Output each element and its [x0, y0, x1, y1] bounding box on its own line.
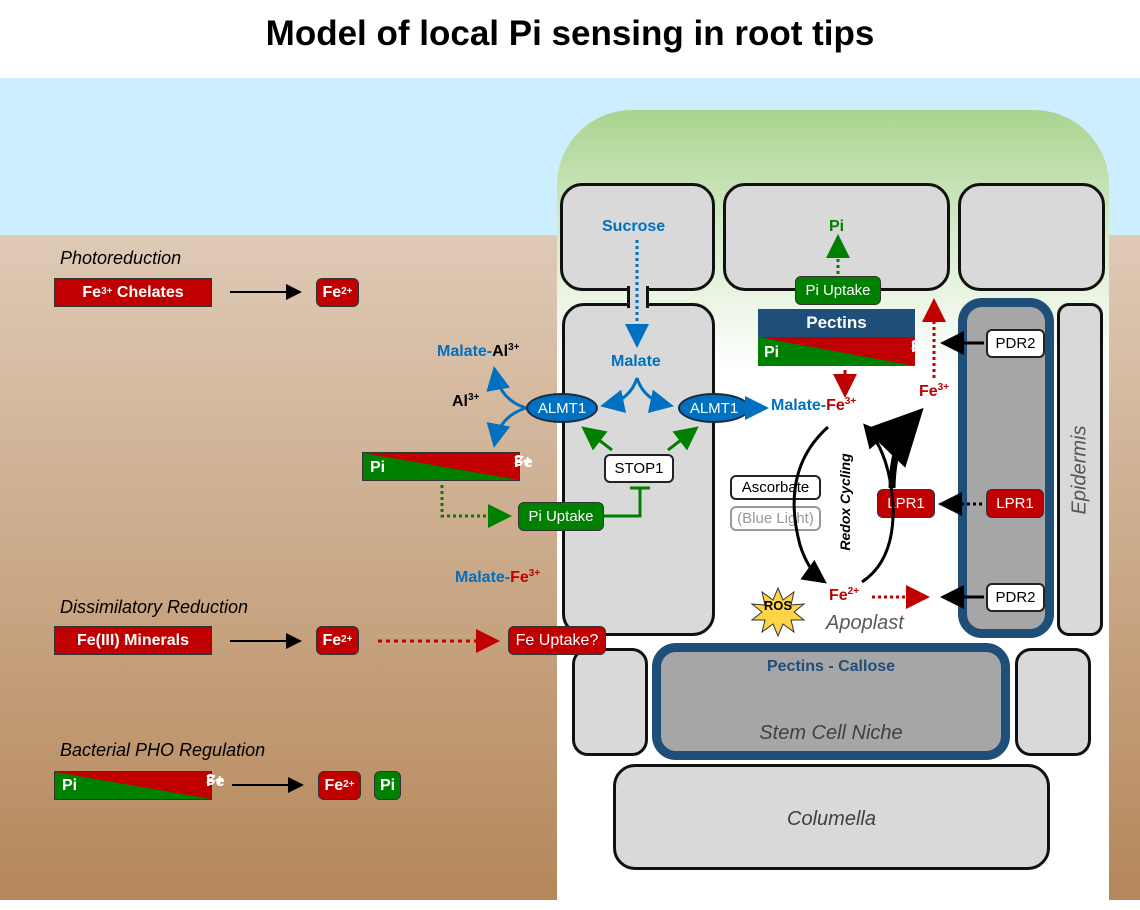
- fe3-out-label: Fe3+: [919, 382, 950, 401]
- al-text: Al: [492, 343, 509, 360]
- fe-sup: 3+: [937, 382, 950, 393]
- fe-text: Fe: [919, 383, 938, 400]
- lpr1-endodermis: LPR1: [986, 489, 1044, 518]
- pectins-header: Pectins: [758, 309, 915, 337]
- dissimilatory-heading: Dissimilatory Reduction: [60, 597, 249, 617]
- ascorbate-box: Ascorbate: [730, 475, 821, 500]
- niche-pectins-callose: Pectins - Callose: [766, 658, 896, 675]
- page-title: Model of local Pi sensing in root tips: [265, 14, 875, 53]
- almt1-left: ALMT1: [526, 393, 598, 423]
- fe-sup: 3+: [528, 568, 541, 579]
- cell-top-right: [958, 183, 1105, 291]
- complex-fe: Fe: [514, 454, 533, 471]
- al-sup: 3+: [508, 342, 520, 353]
- malate-fe-apoplast: Malate-Fe3+: [771, 396, 857, 415]
- fe2-sup: 2+: [341, 286, 353, 297]
- fe-uptake-box: Fe Uptake?: [508, 626, 606, 655]
- pectins-fe: Fe: [911, 339, 930, 356]
- stop1-box: STOP1: [604, 454, 674, 483]
- cell-top-left: [560, 183, 715, 291]
- plasmodesmata-channel: [627, 286, 649, 308]
- fe-text: Fe: [510, 569, 529, 586]
- stem-cell-niche-label: Stem Cell Niche: [759, 722, 903, 744]
- bacterial-pi: Pi: [374, 771, 401, 800]
- cell-lower-right: [1015, 648, 1091, 756]
- fe-text: Fe: [826, 397, 845, 414]
- al-ion: Al3+: [452, 392, 480, 411]
- epidermis-label: Epidermis: [1068, 425, 1091, 515]
- pi-uptake-top: Pi Uptake: [795, 276, 881, 305]
- pectins-pi: Pi: [764, 344, 780, 361]
- almt1-right: ALMT1: [678, 393, 750, 423]
- pi-uptake-left: Pi Uptake: [518, 502, 604, 531]
- epidermis-cell: [1057, 303, 1103, 636]
- fe2-sup: 2+: [341, 634, 353, 645]
- columella-cell: [613, 764, 1050, 870]
- fe2-sup: 2+: [343, 779, 355, 790]
- malate-text: Malate-: [455, 569, 511, 586]
- pectins-fe-sup: 3+: [911, 338, 930, 355]
- complex-fe-sup: 3+: [514, 453, 533, 470]
- fe3-chelates-rest: Chelates: [112, 283, 184, 301]
- blue-light-box: (Blue Light): [730, 506, 821, 531]
- fe-sup: 3+: [844, 396, 857, 407]
- malate-text: Malate-: [771, 397, 827, 414]
- fe2-text: Fe: [324, 776, 344, 794]
- cell-top-middle: [723, 183, 950, 291]
- apoplast-label: Apoplast: [826, 612, 904, 634]
- pdr2-bottom: PDR2: [986, 583, 1045, 612]
- fe-sup: 2+: [847, 586, 860, 597]
- malate-al-complex: Malate-Al3+: [437, 342, 520, 361]
- ros-label: ROS: [763, 598, 793, 613]
- complex-pi: Pi: [62, 777, 78, 794]
- malate-text: Malate-: [437, 343, 493, 360]
- fe3-chelates-fe: Fe: [82, 283, 102, 301]
- fe2-text: Fe: [322, 631, 342, 649]
- lpr1-apoplast: LPR1: [877, 489, 935, 518]
- redox-cycling-label: Redox Cycling: [837, 453, 853, 551]
- stem-cell-niche: [652, 643, 1010, 760]
- fe2-apoplast: Fe2+: [829, 586, 860, 605]
- columella-label: Columella: [787, 808, 876, 830]
- complex-pi: Pi: [370, 459, 386, 476]
- al-sup: 3+: [468, 392, 480, 403]
- malate-fe-soil: Malate-Fe3+: [455, 568, 541, 587]
- bacterial-pho-heading: Bacterial PHO Regulation: [60, 740, 266, 760]
- ros-starburst-icon: [750, 586, 806, 638]
- complex-fe: Fe: [206, 773, 225, 790]
- photoreduction-heading: Photoreduction: [60, 248, 182, 268]
- cell-lower-left: [572, 648, 648, 756]
- complex-fe-sup: 3+: [206, 772, 225, 789]
- fe2-text: Fe: [322, 283, 342, 301]
- al-text: Al: [452, 393, 468, 410]
- pdr2-top: PDR2: [986, 329, 1045, 358]
- pi-top-label: Pi: [829, 218, 845, 235]
- sucrose-label: Sucrose: [602, 218, 666, 235]
- fe3-chelates-sup: 3+: [101, 286, 113, 297]
- malate-label: Malate: [611, 353, 661, 370]
- fe3-minerals-box: Fe(III) Minerals: [54, 626, 212, 655]
- fe-text: Fe: [829, 587, 848, 604]
